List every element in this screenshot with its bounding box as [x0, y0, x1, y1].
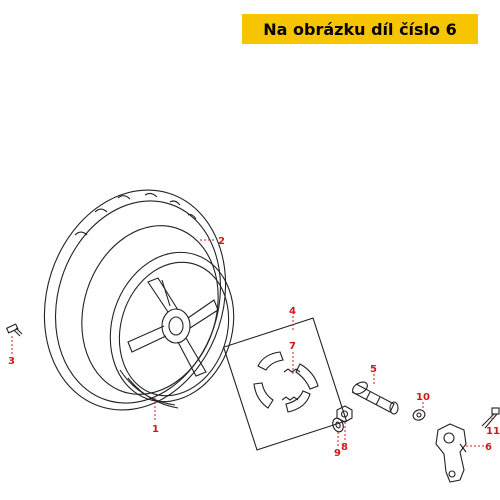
bolt-11-icon [481, 407, 500, 429]
callout-11: 11 [486, 426, 500, 437]
callout-3: 3 [8, 356, 15, 367]
callout-1: 1 [152, 424, 159, 435]
washer-10-icon [412, 409, 426, 421]
bolt-3-icon [5, 323, 23, 337]
callout-5: 5 [370, 364, 377, 375]
brake-shoe-set [222, 317, 348, 451]
callout-8: 8 [341, 442, 348, 453]
callout-4: 4 [289, 306, 296, 317]
callout-6: 6 [485, 442, 492, 453]
washer-9-icon [332, 417, 344, 433]
rear-wheel [43, 189, 235, 411]
callout-2: 2 [218, 236, 225, 247]
brake-cam-5 [351, 381, 399, 415]
brake-arm-6 [435, 423, 467, 483]
callout-7: 7 [289, 341, 296, 352]
banner-text: Na obrázku díl číslo 6 [263, 19, 457, 39]
callout-9: 9 [334, 448, 341, 459]
leader-lines [11, 239, 493, 447]
highlight-banner: Na obrázku díl číslo 6 [242, 14, 478, 44]
callout-10: 10 [416, 392, 430, 403]
